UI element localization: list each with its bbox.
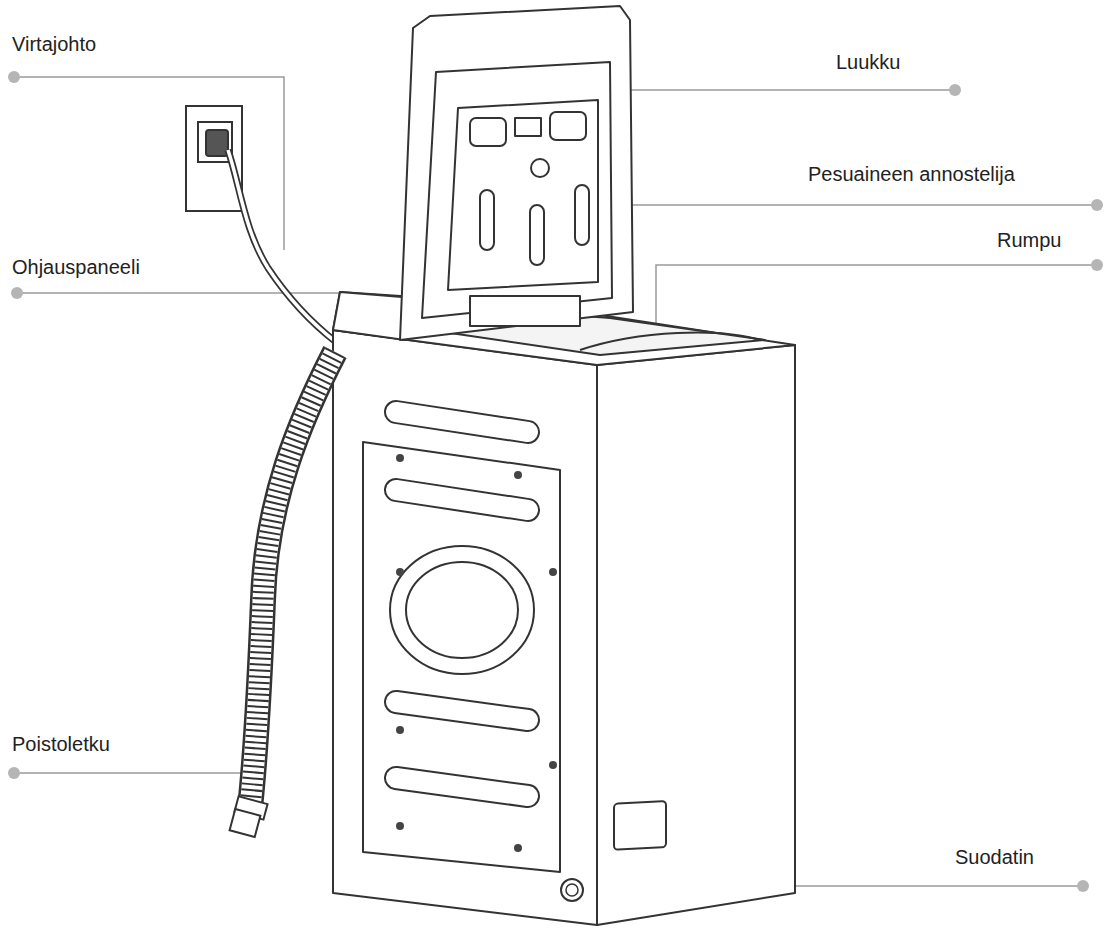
detergent-dispenser [448, 100, 598, 290]
drain-knob-inner [566, 884, 578, 896]
dispenser-slot [530, 205, 544, 265]
leader-dot [8, 71, 20, 83]
screw [396, 454, 404, 462]
vent-slot [396, 490, 528, 510]
screw [396, 822, 404, 830]
filter-cover [614, 801, 666, 850]
part-label: Ohjauspaneeli [12, 255, 140, 279]
vent-slot-inner [396, 702, 528, 720]
lid-inner-frame [422, 62, 612, 318]
leader-line [605, 204, 1097, 206]
leader-dot [11, 287, 23, 299]
dispenser-cup [515, 118, 541, 136]
vent-slot [396, 778, 528, 796]
leader-line [14, 77, 284, 250]
rear-panel [363, 442, 560, 872]
screw [514, 471, 522, 479]
part-label: Poistoletku [12, 732, 110, 756]
dispenser-slot [575, 185, 589, 245]
vent-slot [396, 412, 528, 432]
leader-dot [8, 767, 20, 779]
lid-hinge-plate [470, 296, 580, 326]
dispenser-knob [531, 159, 549, 177]
leader-line [630, 89, 955, 91]
dispenser-slot [480, 190, 494, 250]
rear-oval-inner [406, 562, 518, 658]
vent-slots [396, 412, 528, 796]
leader-dot [1091, 199, 1103, 211]
leader-dot [1091, 259, 1103, 271]
screw [549, 568, 557, 576]
leader-dot [949, 84, 961, 96]
screws [396, 454, 557, 852]
hose-nozzle [230, 809, 261, 837]
lid [400, 6, 633, 340]
part-label: Luukku [836, 50, 901, 74]
hose-end [230, 796, 268, 837]
part-label: Rumpu [997, 228, 1061, 252]
drain-hose-ribs [250, 352, 335, 808]
drain-knob [561, 879, 583, 901]
part-label: Virtajohto [12, 32, 96, 56]
lid-outer [400, 6, 633, 340]
vent-slot-inner [396, 778, 528, 796]
rear-panel-plate [363, 442, 560, 872]
part-label: Pesuaineen annostelija [808, 162, 1015, 186]
dispenser-cup [470, 118, 506, 146]
machine-body [333, 292, 795, 925]
control-panel [333, 292, 405, 340]
rear-face [333, 330, 597, 925]
leader-line [17, 292, 340, 294]
leader-line [14, 772, 255, 774]
power-cord [228, 150, 336, 342]
dispenser-cup [550, 112, 586, 140]
plug [206, 130, 228, 156]
drum-rim [580, 333, 760, 350]
screw [549, 761, 557, 769]
power-cord-core [228, 150, 336, 342]
drain-hose [250, 352, 335, 808]
side-face [597, 345, 795, 925]
screw [396, 726, 404, 734]
leader-dot [1077, 880, 1089, 892]
rear-oval [390, 546, 534, 674]
part-label: Suodatin [955, 845, 1034, 869]
drain-hose-body [250, 352, 335, 808]
screw [396, 568, 404, 576]
screw [514, 844, 522, 852]
vent-slot [396, 702, 528, 720]
vent-slot-inner [396, 490, 528, 510]
vent-slot-inner [396, 412, 528, 432]
